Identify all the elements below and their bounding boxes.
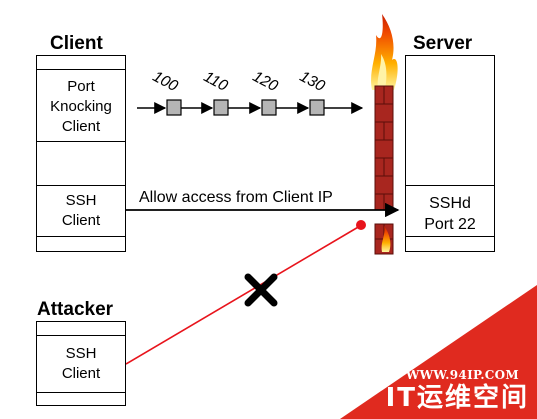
allow-access-label: Allow access from Client IP [139, 189, 333, 206]
watermark-brand: IT运维空间 [385, 383, 529, 413]
watermark-triangle [340, 285, 537, 419]
attack-line [125, 225, 361, 365]
sshd-label: SSHd Port 22 [424, 195, 476, 233]
firewall-small-flame-icon [381, 226, 391, 252]
attack-blocked-dot [356, 220, 366, 230]
attacker-ssh-label: SSH Client [61, 345, 101, 382]
knock-packet-130 [309, 99, 325, 116]
knock-packet-110 [213, 99, 229, 116]
server-box: SSHd Port 22 [405, 55, 495, 252]
client-box: Port Knocking Client SSH Client [36, 55, 126, 252]
watermark-url: WWW.94IP.COM [405, 368, 519, 382]
client-title: Client [50, 33, 103, 54]
knock-packet-100 [166, 99, 182, 116]
firewall-brick-column [374, 85, 394, 255]
attacker-box: SSH Client [36, 321, 126, 406]
client-ssh-label: SSH Client [61, 192, 101, 229]
server-title: Server [413, 33, 473, 54]
firewall-flame-icon [371, 14, 398, 90]
attacker-title: Attacker [37, 299, 114, 320]
port-knocking-client-label: Port Knocking Client [50, 78, 112, 135]
knock-sequence [137, 99, 364, 116]
knock-packet-120 [261, 99, 277, 116]
blocked-x-icon [244, 273, 278, 307]
